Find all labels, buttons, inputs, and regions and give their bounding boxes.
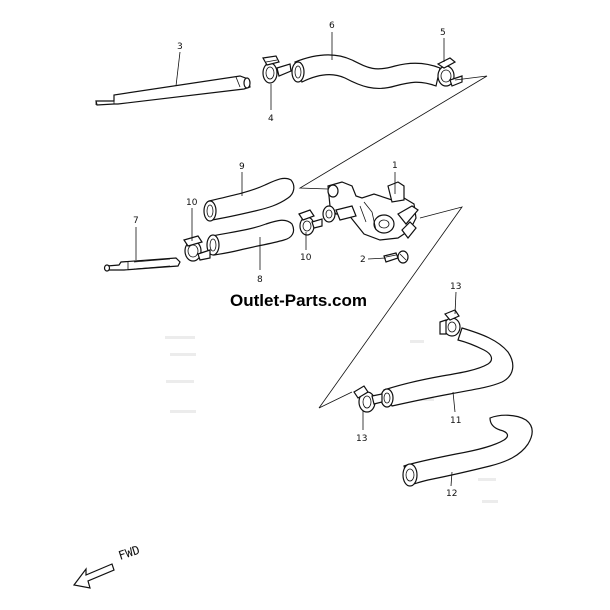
callout-13-upper: 13 (450, 282, 461, 292)
pipe-part-3 (95, 75, 251, 106)
callout-13-lower: 13 (356, 434, 367, 444)
callout-10-left: 10 (186, 198, 198, 208)
hose-part-11 (380, 327, 514, 408)
hose-part-9 (203, 177, 295, 222)
valve-part-1 (322, 181, 419, 241)
clamp-part-13-upper (439, 309, 461, 337)
fwd-label: FWD (117, 543, 142, 563)
fwd-arrow: FWD (72, 543, 142, 589)
callout-11: 11 (450, 416, 461, 426)
clamp-part-4 (262, 55, 292, 84)
callout-7: 7 (133, 216, 139, 226)
callout-12: 12 (446, 489, 457, 499)
screw-part-2 (383, 250, 409, 264)
callout-2: 2 (360, 255, 366, 265)
pipe-part-7 (103, 257, 181, 272)
leader-lines (135, 32, 457, 487)
clamp-part-10-right (298, 209, 323, 236)
callout-8: 8 (257, 275, 263, 285)
hose-part-12 (402, 414, 533, 487)
callout-3: 3 (177, 42, 183, 52)
watermark: Outlet-Parts.com (230, 291, 367, 310)
clamp-part-5 (436, 57, 463, 87)
callouts: 1 2 3 4 5 6 7 8 9 10 10 11 12 13 13 (133, 21, 461, 499)
callout-9: 9 (239, 162, 245, 172)
callout-5: 5 (440, 28, 446, 38)
callout-4: 4 (268, 114, 274, 124)
faint-background-marks (165, 336, 498, 503)
clamp-part-10-left (183, 235, 211, 262)
callout-6: 6 (329, 21, 335, 31)
callout-1: 1 (392, 161, 398, 171)
clamp-part-13-lower (353, 385, 383, 413)
connector-lines-middle (318, 206, 463, 409)
callout-10-right: 10 (300, 253, 312, 263)
hose-part-8 (206, 219, 295, 256)
connector-lines-upper (298, 75, 488, 190)
hose-part-6 (291, 54, 441, 90)
